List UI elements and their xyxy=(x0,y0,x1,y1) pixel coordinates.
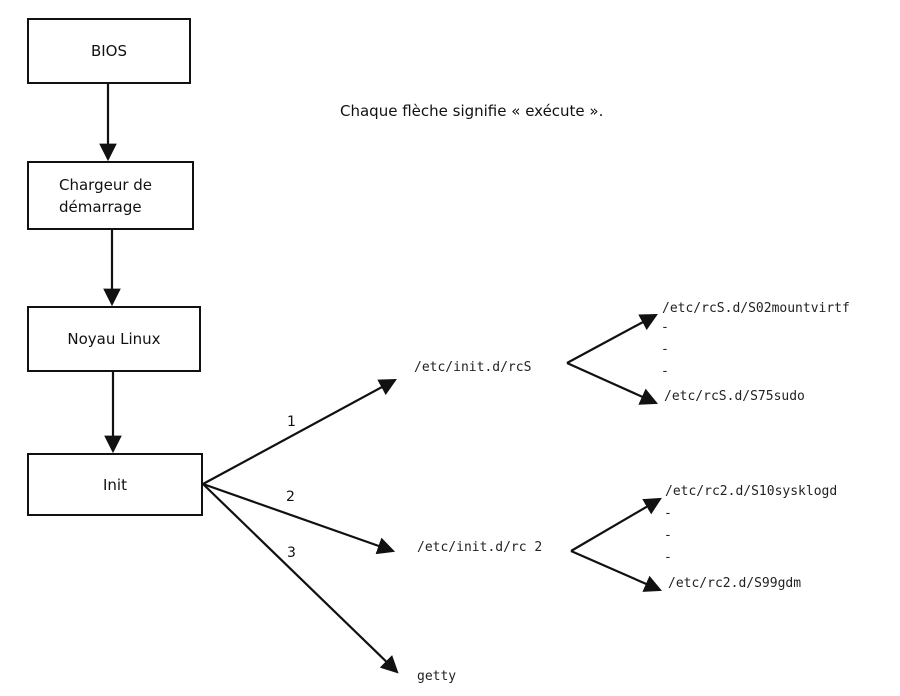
rc2-ellipsis-dash: - xyxy=(664,506,672,521)
rc2-ellipsis-dash: - xyxy=(664,550,672,565)
bootloader-box: Chargeur de démarrage xyxy=(27,161,194,230)
rcs-ellipsis-dash: - xyxy=(661,320,669,335)
branch-label-2: 2 xyxy=(286,489,295,505)
getty-program: getty xyxy=(417,669,457,684)
legend-note: Chaque flèche signifie « exécute ». xyxy=(340,102,604,120)
arrow-init-to-rcs xyxy=(202,378,397,485)
rcs-ellipsis-dash: - xyxy=(661,364,669,379)
bios-label: BIOS xyxy=(90,42,128,60)
init-box: Init xyxy=(27,453,203,516)
bootloader-label-line1: Chargeur de xyxy=(59,175,153,194)
rc2-first-script: /etc/rc2.d/S10sysklogd xyxy=(665,484,838,499)
rc2-script: /etc/init.d/rc 2 xyxy=(417,540,543,555)
branch-label-3: 3 xyxy=(287,545,296,561)
arrow-init-to-rc2 xyxy=(202,482,396,555)
rcs-first-script: /etc/rcS.d/S02mountvirtf xyxy=(662,301,850,316)
bootloader-label: Chargeur de démarrage xyxy=(59,174,152,218)
rcs-last-script: /etc/rcS.d/S75sudo xyxy=(664,389,805,404)
rc2-ellipsis-dash: - xyxy=(664,528,672,543)
arrow-rc2-to-first xyxy=(570,497,662,552)
init-label: Init xyxy=(103,475,127,494)
rcs-script: /etc/init.d/rcS xyxy=(414,360,532,375)
kernel-label: Noyau Linux xyxy=(67,330,161,348)
arrow-init-to-getty xyxy=(202,483,399,674)
arrow-rcs-to-last xyxy=(566,361,659,405)
bootloader-label-line2: démarrage xyxy=(59,197,142,216)
arrow-rcs-to-first xyxy=(566,313,658,364)
arrow-rc2-to-last xyxy=(570,549,663,592)
bios-box: BIOS xyxy=(27,18,191,84)
rc2-last-script: /etc/rc2.d/S99gdm xyxy=(668,576,802,591)
branch-label-1: 1 xyxy=(287,414,296,430)
kernel-box: Noyau Linux xyxy=(27,306,201,372)
rcs-ellipsis-dash: - xyxy=(661,342,669,357)
